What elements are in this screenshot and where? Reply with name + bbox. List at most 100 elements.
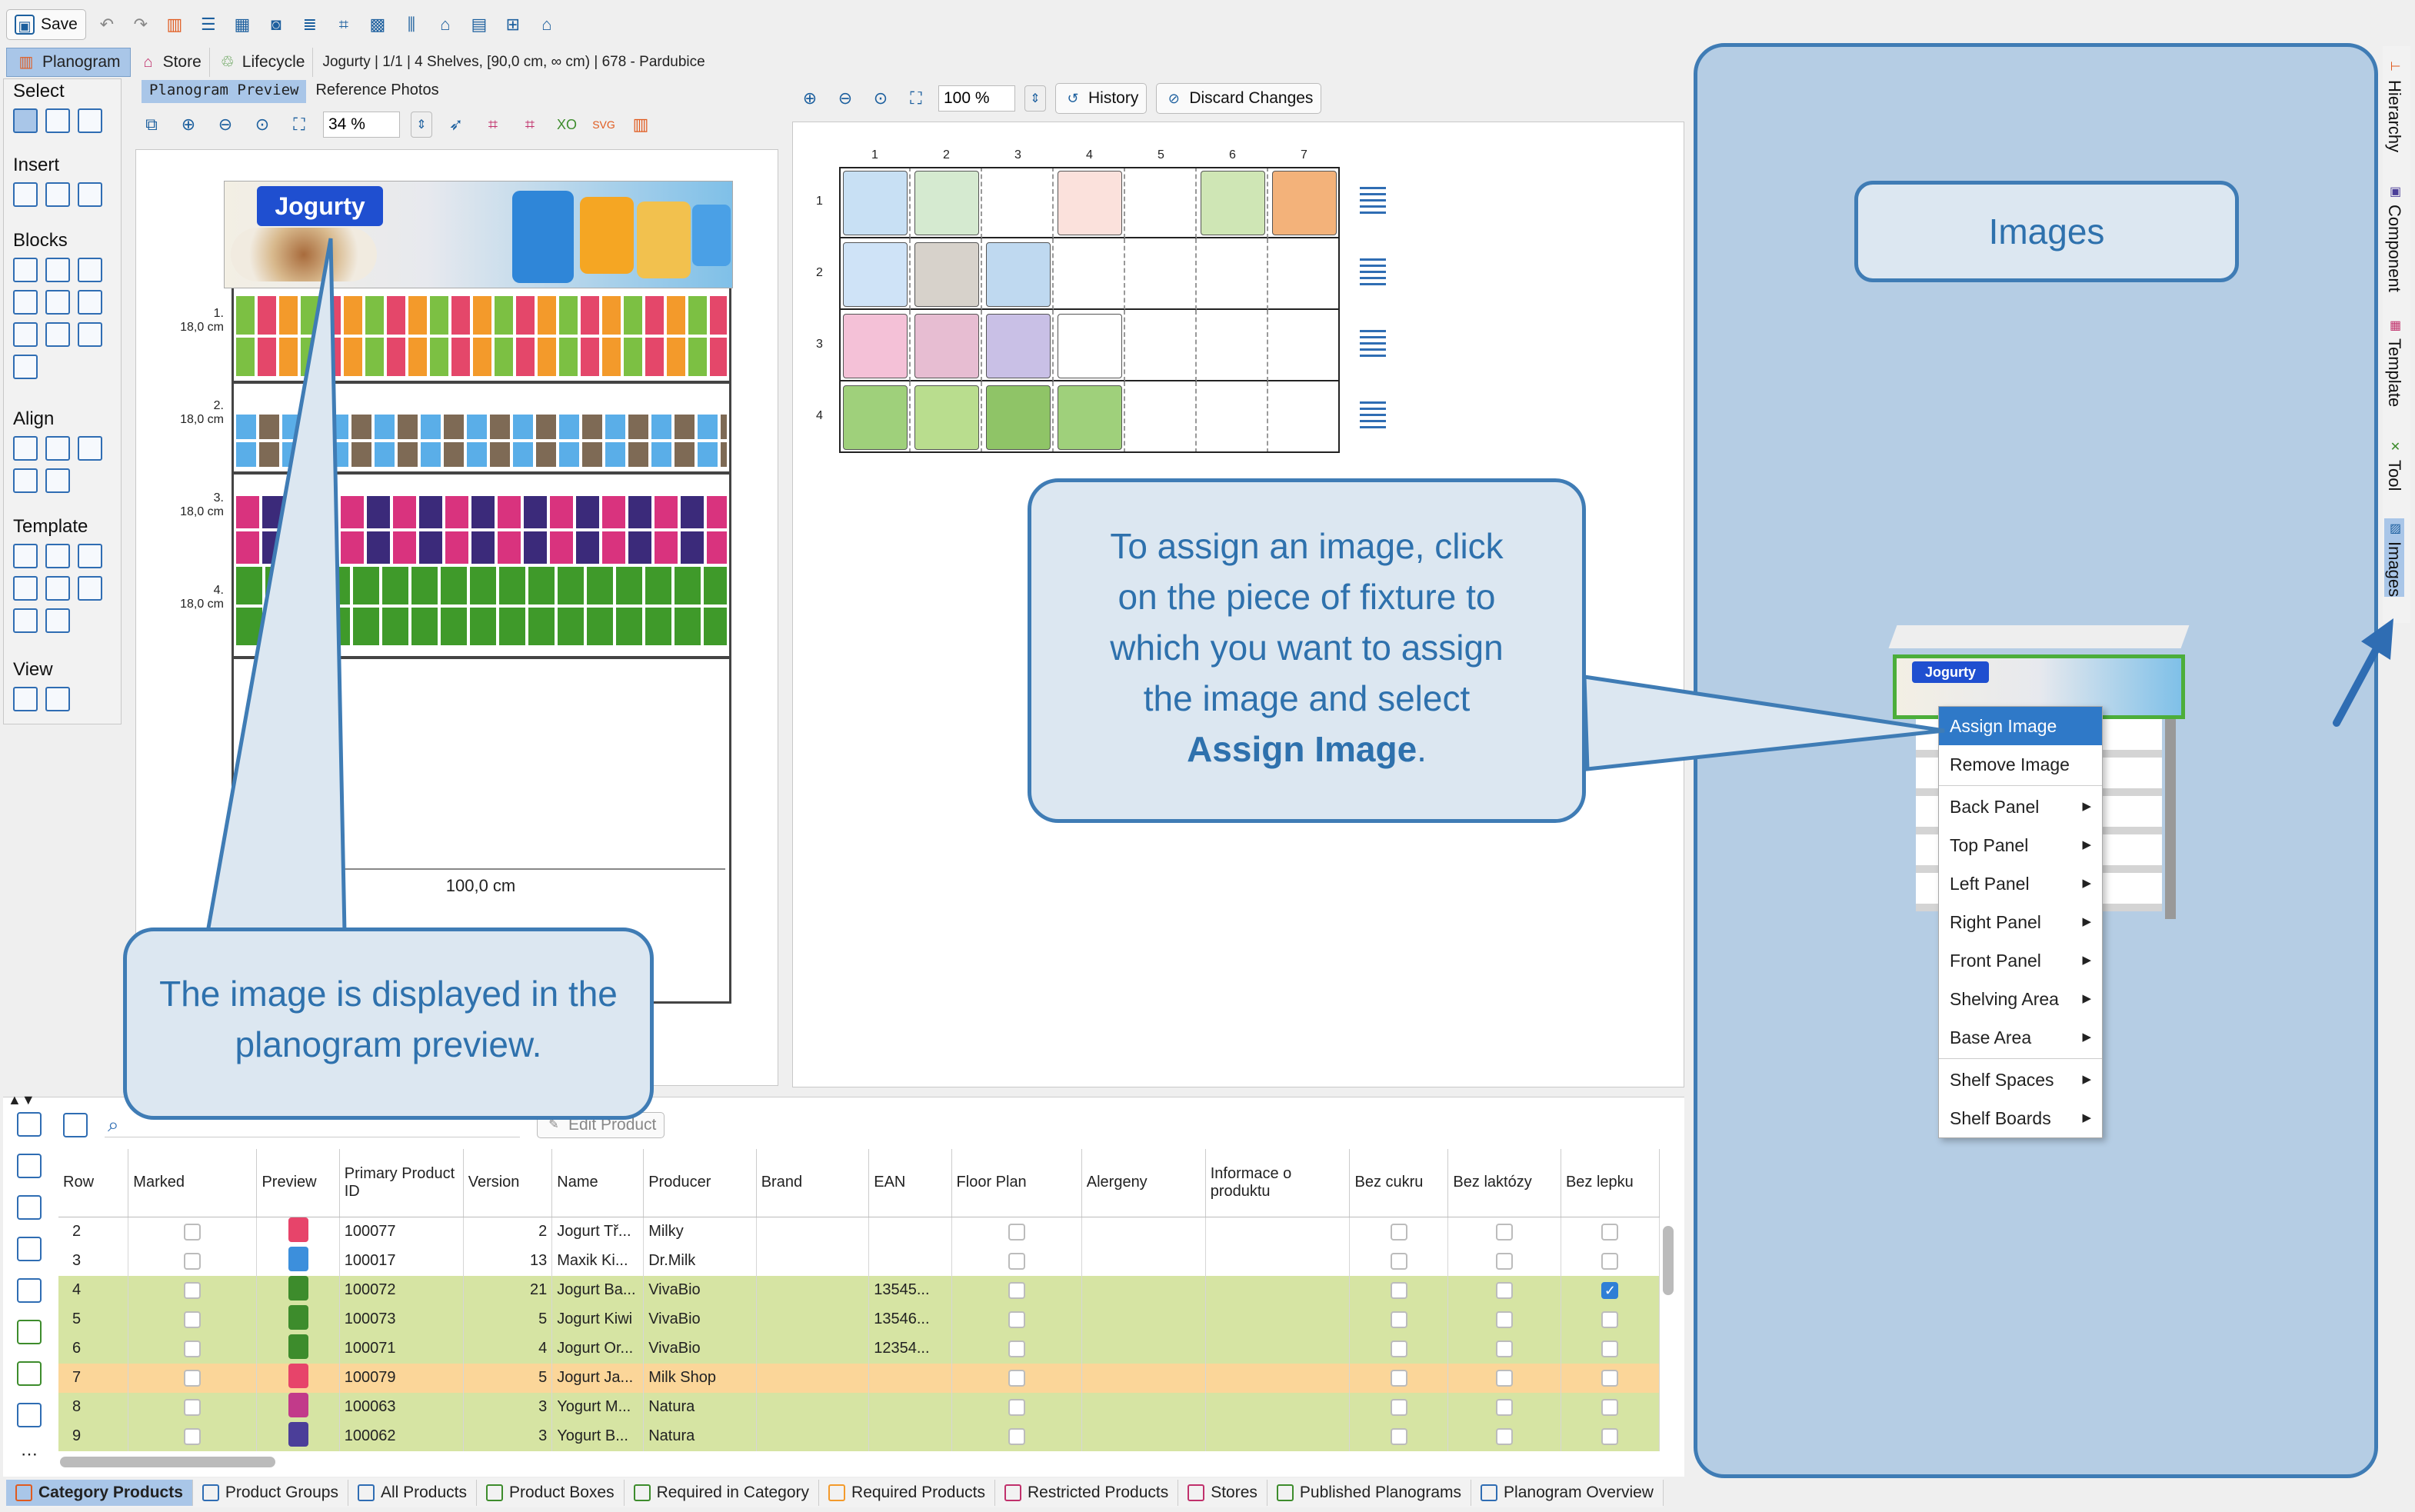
grid-product-thumb[interactable] bbox=[1058, 314, 1122, 378]
bez-cukru-checkbox[interactable] bbox=[1390, 1427, 1407, 1445]
bez-cukru-checkbox[interactable] bbox=[1390, 1311, 1407, 1328]
block-move-icon[interactable] bbox=[13, 322, 38, 347]
align-center-icon[interactable] bbox=[45, 436, 70, 461]
table-vertical-scrollbar[interactable] bbox=[1663, 1226, 1674, 1295]
grid-cell[interactable] bbox=[982, 167, 1054, 238]
preview-zoom-input[interactable] bbox=[323, 112, 400, 138]
bez-lepku-checkbox[interactable] bbox=[1601, 1340, 1619, 1357]
bez-cukru-checkbox[interactable] bbox=[1390, 1369, 1407, 1387]
grid-cell[interactable] bbox=[839, 238, 911, 310]
template-a-icon[interactable] bbox=[13, 544, 38, 568]
marked-checkbox[interactable] bbox=[184, 1427, 202, 1445]
side-tab-hierarchy[interactable]: ⊥Hierarchy bbox=[2384, 57, 2404, 152]
bez-lepku-checkbox[interactable] bbox=[1601, 1252, 1619, 1270]
bez-laktozy-checkbox[interactable] bbox=[1496, 1340, 1514, 1357]
marked-checkbox[interactable] bbox=[184, 1398, 202, 1416]
column-header[interactable]: EAN bbox=[868, 1149, 952, 1217]
xo-icon[interactable] bbox=[17, 1320, 42, 1344]
grid-cell[interactable] bbox=[982, 381, 1054, 453]
column-header[interactable]: Informace o produktu bbox=[1205, 1149, 1351, 1217]
table-horizontal-scrollbar[interactable] bbox=[60, 1457, 275, 1467]
column-header[interactable]: Marked bbox=[128, 1149, 258, 1217]
table-icon[interactable]: ▤ bbox=[471, 15, 488, 34]
marked-checkbox[interactable] bbox=[184, 1223, 202, 1241]
align-justify-icon[interactable] bbox=[13, 468, 38, 493]
shelf-board-1[interactable] bbox=[233, 381, 730, 384]
marked-checkbox[interactable] bbox=[184, 1252, 202, 1270]
more-icon[interactable]: ⋯ bbox=[21, 1444, 38, 1464]
bez-laktozy-checkbox[interactable] bbox=[1496, 1281, 1514, 1299]
column-header[interactable]: Bez laktózy bbox=[1447, 1149, 1561, 1217]
grid-product-thumb[interactable] bbox=[1058, 385, 1122, 450]
side-tab-tool[interactable]: ✕Tool bbox=[2384, 437, 2404, 491]
grid-cell[interactable] bbox=[1197, 167, 1268, 238]
bottom-tab-stores[interactable]: Stores bbox=[1178, 1480, 1267, 1506]
grid-product-thumb[interactable] bbox=[843, 242, 908, 307]
bez-lepku-checkbox[interactable]: ✓ bbox=[1601, 1281, 1619, 1299]
bez-lepku-checkbox[interactable] bbox=[1601, 1223, 1619, 1241]
shelf-board-4[interactable] bbox=[233, 656, 730, 659]
grid-product-thumb[interactable] bbox=[1272, 171, 1337, 235]
column-header[interactable]: Alergeny bbox=[1081, 1149, 1206, 1217]
menu-item-base-area[interactable]: Base Area▶ bbox=[1939, 1018, 2102, 1057]
template-e-icon[interactable] bbox=[45, 576, 70, 601]
floor-plan-checkbox[interactable] bbox=[1008, 1369, 1025, 1387]
grid-product-thumb[interactable] bbox=[914, 385, 979, 450]
block-h-icon[interactable] bbox=[78, 322, 102, 347]
tag-alt-icon[interactable]: ⌗ bbox=[525, 115, 535, 134]
floor-plan-checkbox[interactable] bbox=[1008, 1252, 1025, 1270]
bez-laktozy-checkbox[interactable] bbox=[1496, 1427, 1514, 1445]
column-header[interactable]: Bez lepku bbox=[1561, 1149, 1661, 1217]
fit-screen-icon[interactable]: ⛶ bbox=[910, 88, 922, 108]
export-icon[interactable]: ⧉ bbox=[145, 115, 158, 134]
side-tab-images[interactable]: ▨Images bbox=[2384, 518, 2404, 598]
bottom-tab-category-products[interactable]: Category Products bbox=[6, 1480, 193, 1506]
shelf-chart-icon[interactable]: ▥ bbox=[166, 15, 183, 34]
pointer-icon[interactable] bbox=[17, 1237, 42, 1261]
grid-product-thumb[interactable] bbox=[914, 242, 979, 307]
floor-plan-checkbox[interactable] bbox=[1008, 1427, 1025, 1445]
marked-checkbox[interactable] bbox=[184, 1340, 202, 1357]
bottom-tab-product-boxes[interactable]: Product Boxes bbox=[477, 1480, 625, 1506]
xo-alt-icon[interactable] bbox=[17, 1361, 42, 1386]
template-d-icon[interactable] bbox=[13, 576, 38, 601]
bars-icon[interactable]: ⫼ bbox=[407, 15, 415, 34]
block-e-icon[interactable] bbox=[45, 290, 70, 315]
grid-cell[interactable] bbox=[1054, 310, 1125, 381]
grid-cell[interactable] bbox=[1054, 167, 1125, 238]
bottom-tab-all-products[interactable]: All Products bbox=[348, 1480, 477, 1506]
bez-cukru-checkbox[interactable] bbox=[1390, 1398, 1407, 1416]
shelf-board-2[interactable] bbox=[233, 471, 730, 475]
home-shelf-icon[interactable]: ⌂ bbox=[440, 15, 451, 34]
columns-config-icon[interactable] bbox=[63, 1113, 88, 1137]
pointer-icon[interactable]: ➶ bbox=[448, 115, 464, 134]
zoom-out-icon[interactable]: ⊖ bbox=[838, 88, 853, 108]
template-c-icon[interactable] bbox=[78, 544, 102, 568]
align-left-icon[interactable] bbox=[13, 436, 38, 461]
row-handle-icon[interactable] bbox=[1360, 187, 1386, 218]
bez-lepku-checkbox[interactable] bbox=[1601, 1427, 1619, 1445]
grid-product-thumb[interactable] bbox=[843, 171, 908, 235]
column-header[interactable]: Row bbox=[58, 1149, 129, 1217]
column-header[interactable]: Name bbox=[551, 1149, 645, 1217]
grid-cell[interactable] bbox=[1125, 381, 1197, 453]
grid-cell[interactable] bbox=[1125, 310, 1197, 381]
zoom-fit-icon[interactable]: ⊙ bbox=[255, 115, 270, 134]
shelf-1[interactable] bbox=[233, 291, 730, 381]
undo-icon[interactable]: ↶ bbox=[99, 15, 115, 34]
csv-icon[interactable] bbox=[17, 1403, 42, 1427]
insert-xo-icon[interactable] bbox=[45, 182, 70, 207]
column-header[interactable]: Bez cukru bbox=[1349, 1149, 1449, 1217]
grid-cell[interactable] bbox=[982, 238, 1054, 310]
fit-screen-icon[interactable]: ⛶ bbox=[293, 115, 305, 134]
template-g-icon[interactable] bbox=[13, 608, 38, 633]
tab-planogram[interactable]: ▥ Planogram bbox=[6, 48, 131, 77]
floor-plan-checkbox[interactable] bbox=[1008, 1340, 1025, 1357]
grid-cell[interactable] bbox=[1125, 238, 1197, 310]
tag-icon[interactable]: ⌗ bbox=[488, 115, 498, 134]
column-header[interactable]: Primary Product ID bbox=[339, 1149, 464, 1217]
tab-store[interactable]: ⌂ Store bbox=[131, 48, 210, 77]
